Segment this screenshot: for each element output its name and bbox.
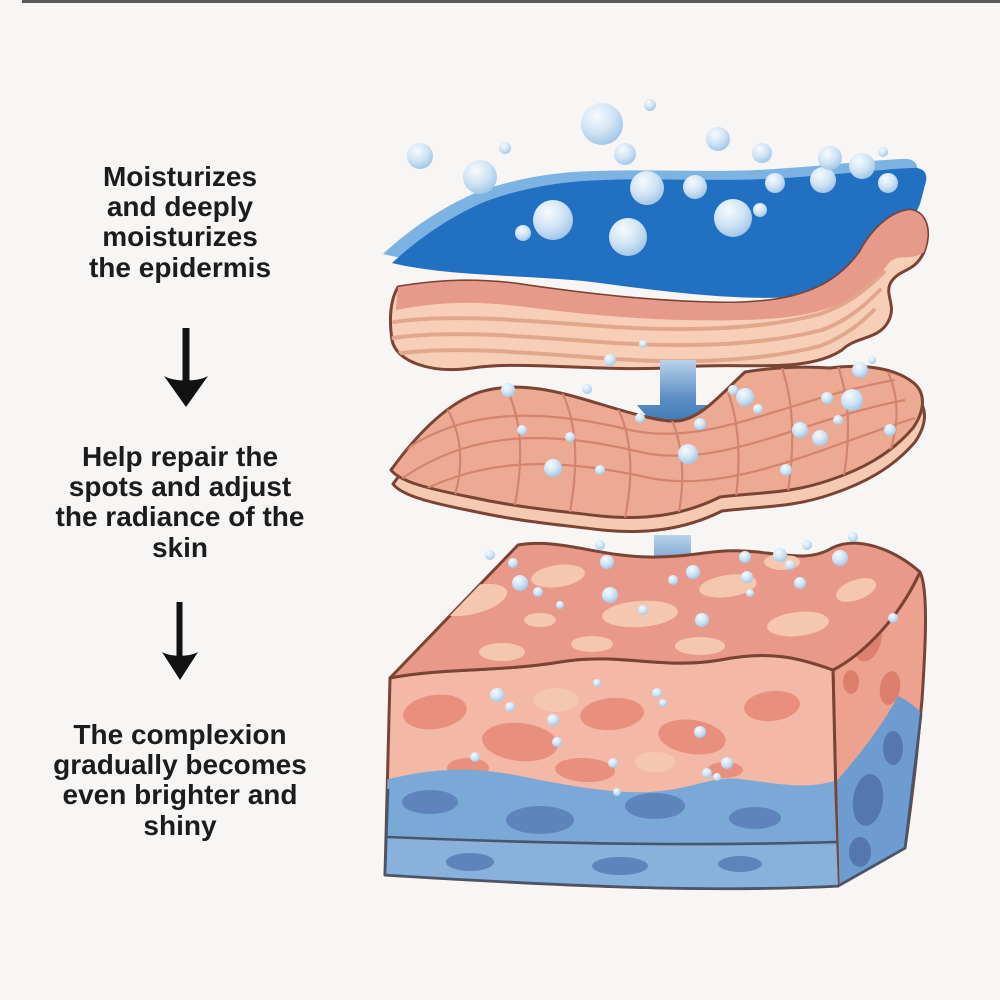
benefit-text-1: Moisturizes and deeply moisturizes the e…	[88, 161, 272, 283]
benefit-text-3: The complexion gradually becomes even br…	[53, 719, 307, 841]
benefit-text-2: Help repair the spots and adjust the rad…	[55, 441, 305, 563]
water-droplets	[470, 532, 898, 796]
block-front-detail	[385, 688, 838, 889]
absorb-arrow-icon	[637, 360, 719, 453]
epidermis-mesh-layer	[389, 340, 926, 534]
top-border-line	[22, 0, 1000, 3]
water-bubbles	[407, 99, 898, 256]
down-arrow-icon	[162, 602, 198, 680]
arrow-head	[162, 652, 198, 680]
dermis-block-layer	[383, 532, 927, 891]
down-arrow-icon	[164, 328, 208, 407]
block-bottom-outline	[383, 713, 923, 890]
arrow-stem	[182, 328, 190, 382]
moisture-film-layer	[383, 99, 930, 372]
arrow-stem	[176, 602, 183, 656]
arrow-head	[164, 376, 208, 407]
mesh-grid	[397, 366, 916, 518]
water-droplets	[501, 340, 896, 477]
